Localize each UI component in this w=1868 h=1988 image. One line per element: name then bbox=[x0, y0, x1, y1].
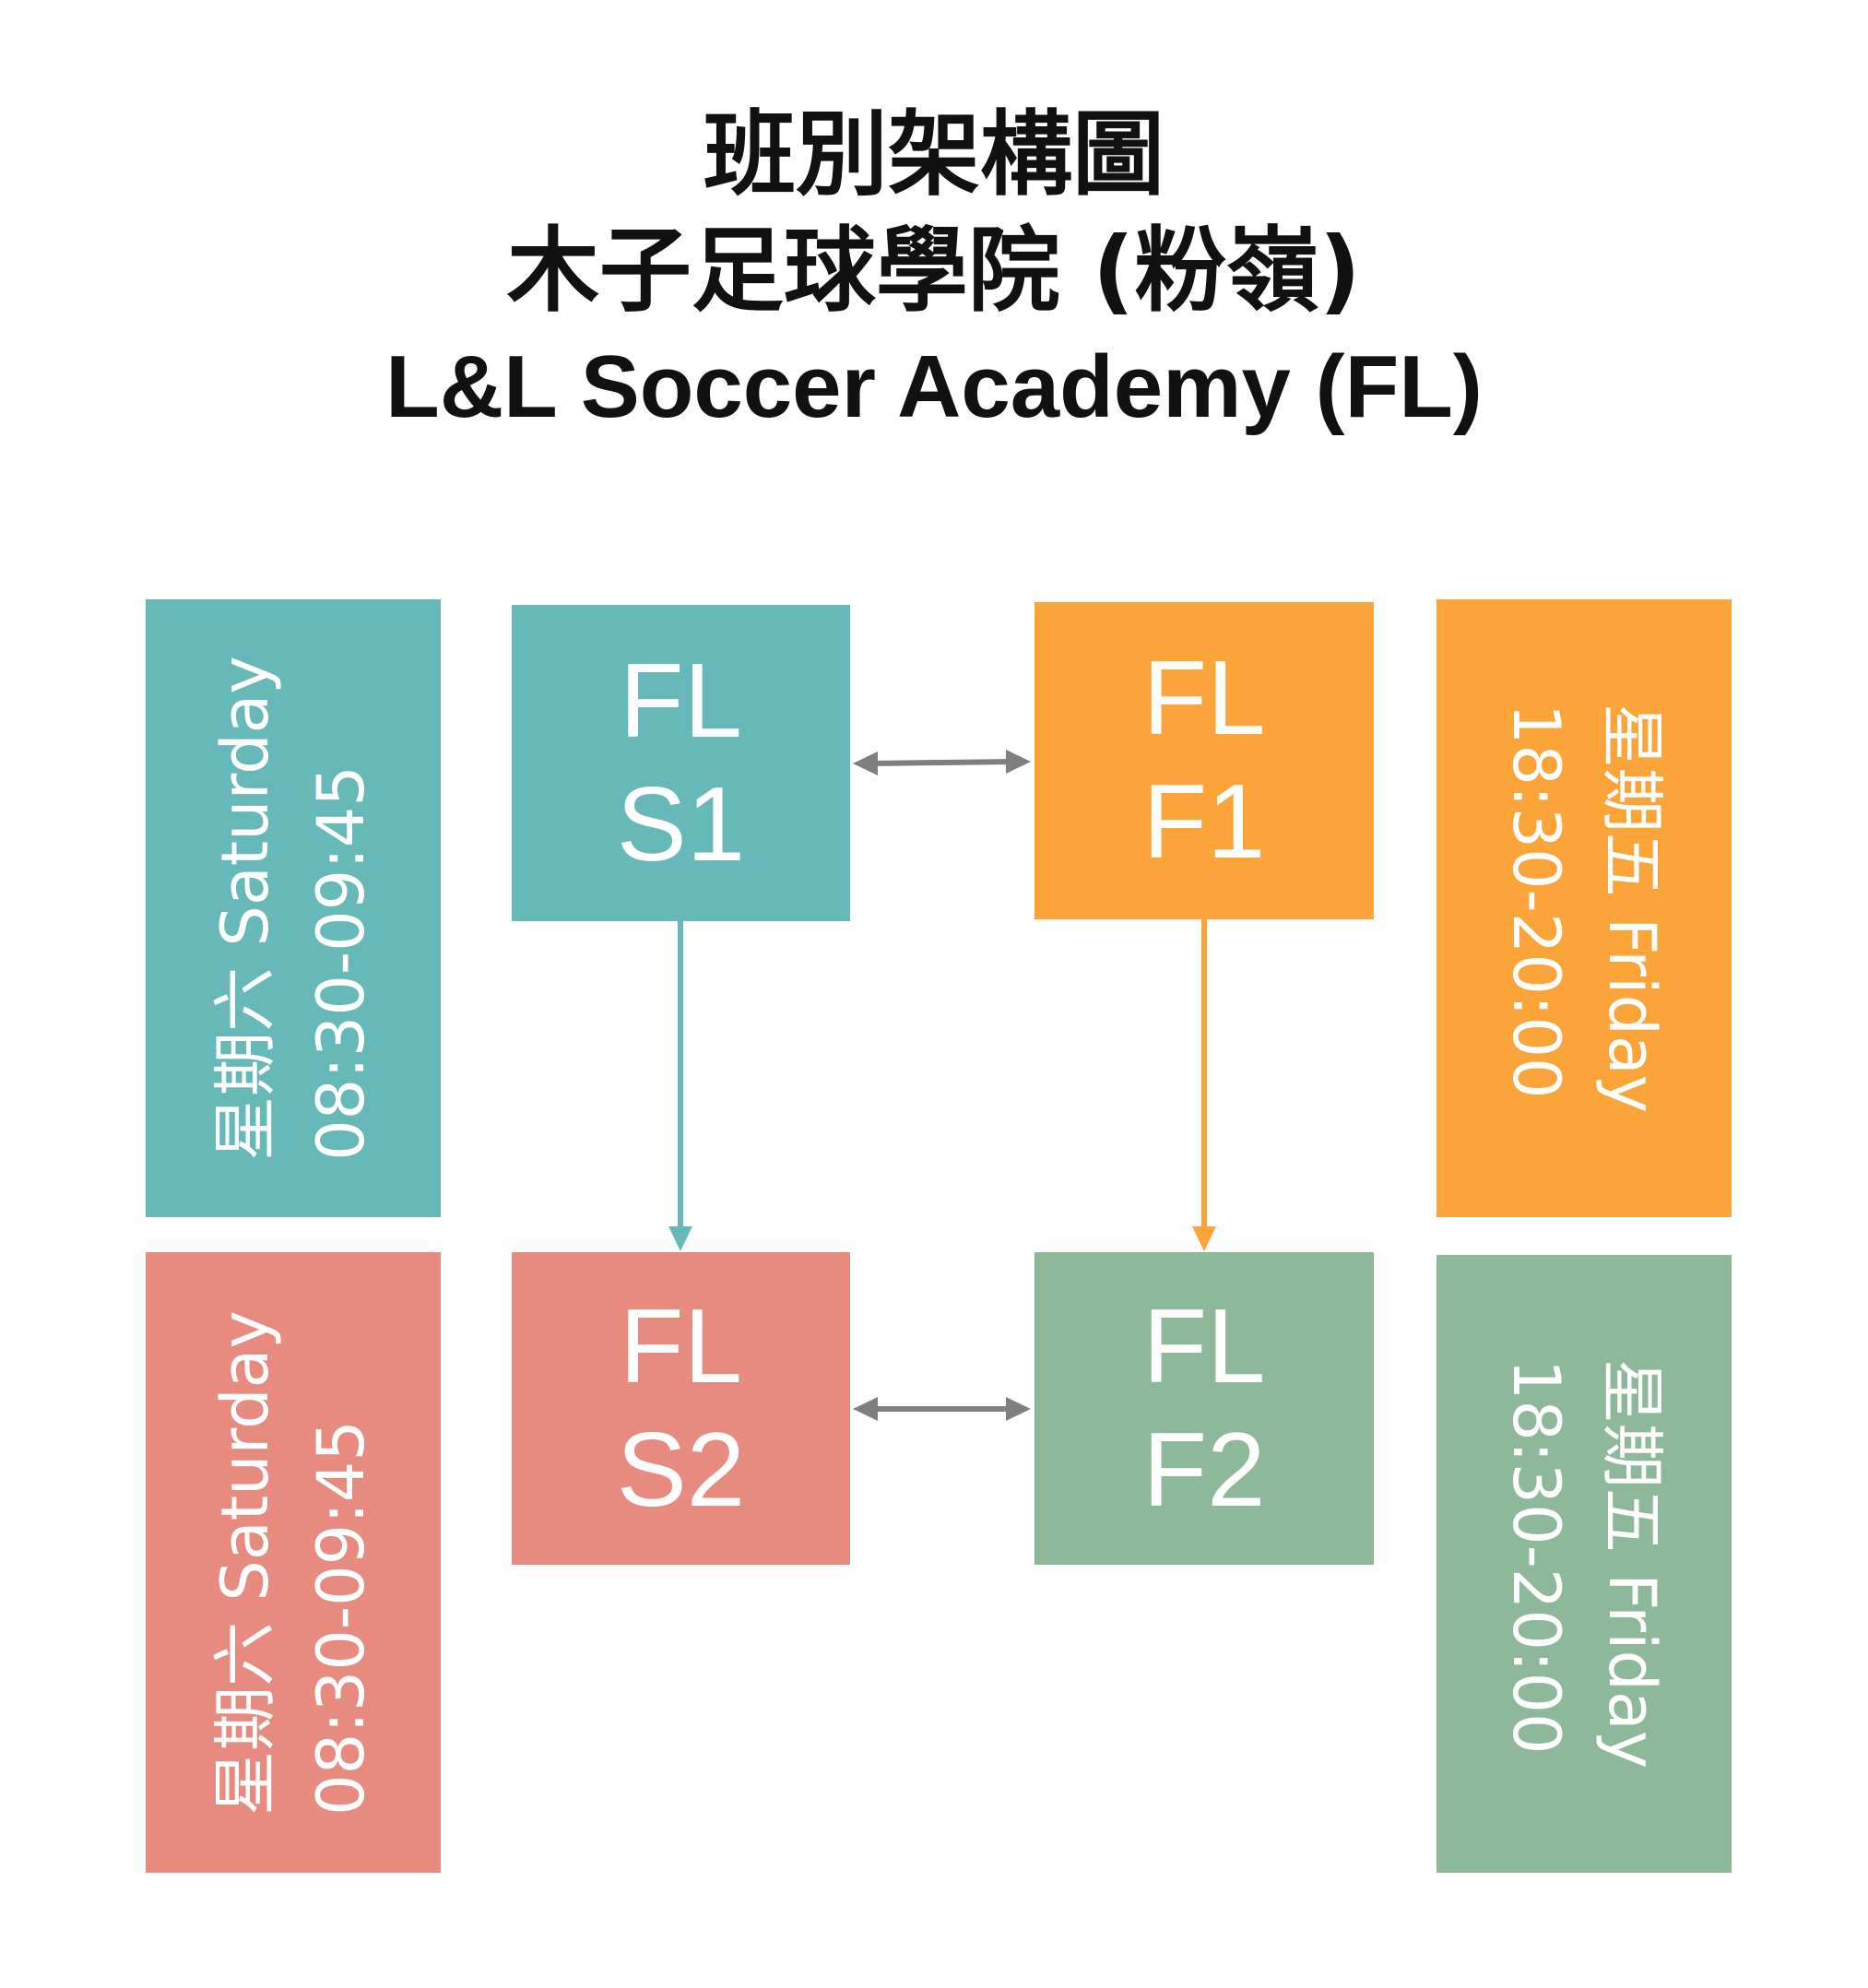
schedule-box-friday-top: 星期五 Friday 18:30-20:00 bbox=[1436, 599, 1732, 1217]
class-box-fl-f1: FL F1 bbox=[1034, 602, 1374, 919]
class-label-line2: S2 bbox=[616, 1411, 746, 1529]
bidirectional-arrow-s1-f1 bbox=[853, 750, 1031, 775]
bidirectional-arrow-s2-f2 bbox=[853, 1397, 1031, 1421]
title-academy-chinese: 木子足球學院 (粉嶺) bbox=[506, 217, 1362, 325]
class-label-line1: FL bbox=[619, 1287, 743, 1405]
diagram-title: 班別架構圖 木子足球學院 (粉嶺) L&L Soccer Academy (FL… bbox=[0, 97, 1868, 445]
title-chinese: 班別架構圖 bbox=[703, 101, 1165, 208]
schedule-box-saturday-top: 星期六 Saturday 08:30-09:45 bbox=[146, 599, 441, 1217]
class-label-line2: F2 bbox=[1142, 1411, 1266, 1529]
class-label-line1: FL bbox=[619, 642, 743, 760]
class-label-line2: F1 bbox=[1142, 763, 1266, 881]
class-label-line1: FL bbox=[1142, 640, 1266, 757]
class-label-line1: FL bbox=[1142, 1287, 1266, 1405]
schedule-box-saturday-bottom: 星期六 Saturday 08:30-09:45 bbox=[146, 1252, 441, 1873]
class-box-fl-f2: FL F2 bbox=[1034, 1252, 1374, 1565]
class-label-line2: S1 bbox=[616, 765, 746, 883]
title-academy-english: L&L Soccer Academy (FL) bbox=[385, 337, 1483, 436]
progression-arrow-s1-s2 bbox=[668, 921, 692, 1251]
class-box-fl-s2: FL S2 bbox=[512, 1252, 850, 1565]
progression-arrow-f1-f2 bbox=[1192, 919, 1216, 1251]
class-box-fl-s1: FL S1 bbox=[512, 605, 850, 921]
schedule-box-friday-bottom: 星期五 Friday 18:30-20:00 bbox=[1436, 1255, 1732, 1873]
